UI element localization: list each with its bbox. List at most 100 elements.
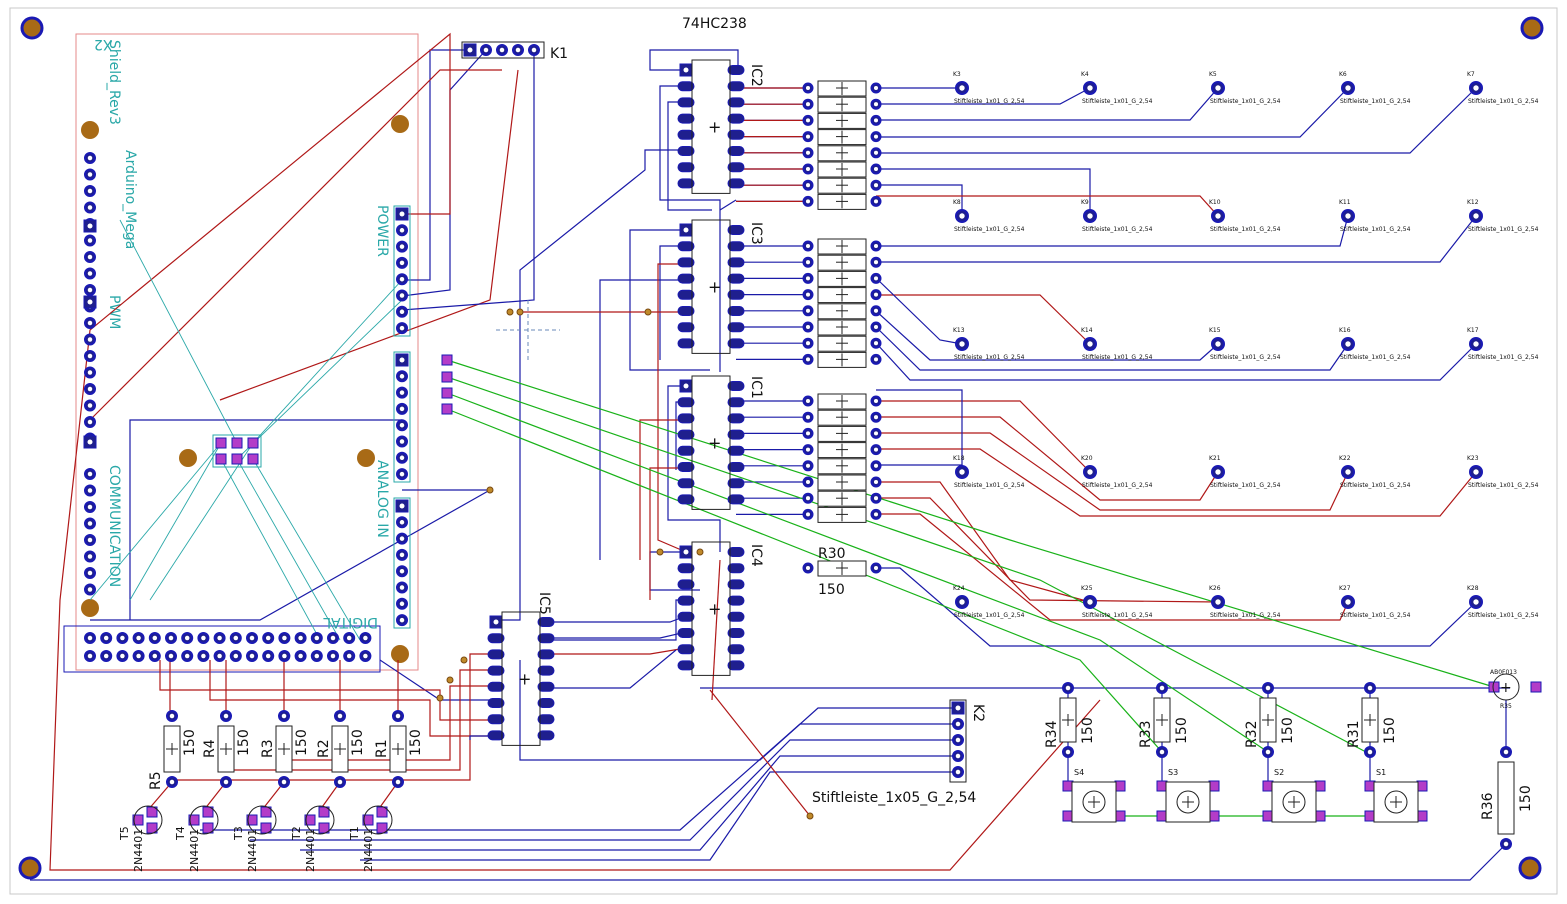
analog-test-pad	[441, 354, 453, 366]
transistor-part-label: 2N4401	[246, 829, 259, 872]
trace-blue	[629, 229, 710, 371]
arduino-analog-label: ANALOG IN	[374, 460, 390, 538]
pad-drill	[399, 552, 405, 558]
ic1-pin	[677, 478, 695, 489]
ic4-pin	[677, 611, 695, 622]
ic4-pin	[677, 644, 695, 655]
trace-blue	[546, 615, 687, 623]
pad-drill	[1087, 85, 1093, 91]
pad-drill	[399, 325, 405, 331]
pad-drill	[87, 172, 93, 177]
sw-res-name: R32	[1244, 720, 1260, 748]
pad-drill	[87, 570, 93, 576]
pad-drill	[1345, 469, 1351, 475]
ic1-pin	[727, 478, 745, 489]
pad-drill	[683, 383, 689, 389]
ic4-pin	[727, 563, 745, 574]
trace-red	[876, 195, 1219, 217]
pad-drill	[265, 653, 271, 659]
trace-red	[209, 660, 496, 737]
transistor-body	[305, 805, 335, 835]
arduino-mega-label: Arduino_Mega	[122, 150, 138, 249]
pad-drill	[87, 386, 93, 392]
connector-part-label: Stiftleiste_1x01_G_2,54	[954, 98, 1025, 105]
airwire	[446, 392, 1269, 753]
pad-drill	[499, 47, 505, 53]
transistor-part-label: 2N4401	[304, 829, 317, 872]
pad-drill	[282, 653, 287, 659]
trace-blue	[659, 245, 686, 360]
ic3-pin	[727, 241, 745, 252]
pad-drill	[201, 653, 206, 659]
trace-red	[709, 689, 811, 817]
pad-drill	[330, 653, 336, 659]
pad-drill	[955, 753, 961, 759]
pad-drill	[337, 713, 343, 719]
pad-drill	[136, 635, 141, 641]
ic3-pin	[677, 273, 695, 284]
r30-value: 150	[818, 582, 845, 598]
ic3-pin	[727, 306, 745, 316]
connector-ref-label: K26	[1209, 585, 1221, 592]
pad-drill	[314, 635, 320, 641]
connector-ref-label: K11	[1339, 199, 1351, 206]
pad-drill	[233, 653, 239, 659]
corner-holes	[18, 16, 1544, 880]
via	[486, 486, 494, 494]
ic1-pin	[677, 429, 695, 440]
pad-drill	[87, 587, 93, 592]
ic3-pin	[677, 338, 695, 349]
connector-ref-label: K13	[953, 327, 965, 334]
ic5-pin	[537, 617, 555, 627]
ic5-pin	[487, 681, 505, 692]
via	[446, 676, 454, 684]
transistor-pad	[362, 814, 374, 826]
ic5-pin	[537, 633, 555, 644]
pad-drill	[873, 166, 879, 172]
trace-blue	[599, 279, 686, 560]
connector-ref-label: K10	[1209, 199, 1221, 206]
r36-top-label: AB0F013	[1490, 669, 1517, 676]
ic4-pin	[677, 660, 695, 671]
pad-drill	[805, 565, 811, 571]
trace-blue	[659, 85, 721, 372]
icsp-header	[212, 434, 262, 468]
r35-pad	[1530, 681, 1542, 693]
trace-red	[876, 416, 1219, 501]
pad-drill	[873, 150, 879, 155]
trace-blue	[546, 649, 677, 689]
pad-drill	[87, 223, 93, 229]
pad-drill	[399, 536, 405, 541]
pad-drill	[363, 653, 368, 659]
pad-drill	[1473, 213, 1479, 219]
icsp-pin	[231, 437, 243, 449]
pad-drill	[363, 635, 368, 641]
trace-blue	[875, 310, 1219, 361]
res-name-label: R3	[260, 739, 276, 758]
pad-drill	[873, 324, 879, 330]
connector-part-label: Stiftleiste_1x01_G_2,54	[1082, 226, 1153, 233]
k1-label: K1	[550, 46, 568, 62]
res-value-label: 150	[350, 729, 366, 756]
pad-drill	[1159, 749, 1165, 755]
connector-part-label: Stiftleiste_1x01_G_2,54	[1468, 226, 1539, 233]
pad-drill	[201, 635, 206, 641]
pad-drill	[399, 585, 405, 590]
pad-drill	[87, 320, 93, 326]
pad-drill	[873, 118, 879, 123]
trace-blue	[550, 599, 686, 641]
pad-drill	[955, 705, 961, 711]
ic2-pin	[727, 113, 745, 124]
pad-drill	[152, 635, 158, 641]
pad-drill	[959, 213, 965, 219]
arduino-digital-label: DIGITAL	[323, 614, 378, 630]
pad-drill	[168, 653, 174, 659]
ic4-label: IC4	[748, 544, 764, 567]
trace-blue	[546, 631, 687, 639]
pad-drill	[87, 254, 93, 260]
pad-drill	[395, 713, 401, 719]
pad-drill	[346, 635, 352, 641]
pad-drill	[805, 243, 811, 249]
pad-drill	[1215, 213, 1221, 219]
